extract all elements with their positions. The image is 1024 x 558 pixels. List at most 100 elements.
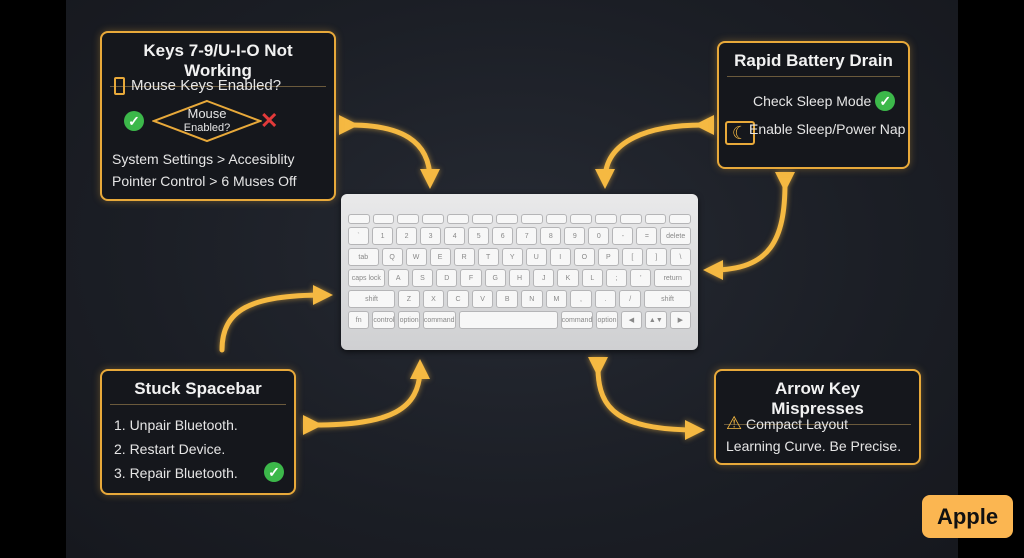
- key: 5: [468, 227, 490, 245]
- key: option: [596, 311, 618, 329]
- step: 1. Unpair Bluetooth.: [114, 417, 238, 433]
- key: shift: [644, 290, 692, 308]
- keyboard-row: [348, 214, 692, 224]
- key: shift: [348, 290, 396, 308]
- key: 2: [396, 227, 418, 245]
- key: 8: [540, 227, 562, 245]
- panel-title: Stuck Spacebar: [110, 371, 286, 405]
- key: X: [422, 290, 445, 308]
- key: B: [496, 290, 519, 308]
- diamond-text: Enabled?: [183, 122, 231, 134]
- key: [348, 214, 370, 224]
- key: caps lock: [348, 269, 385, 287]
- key: 4: [444, 227, 466, 245]
- key: [570, 214, 593, 224]
- key: H: [508, 269, 531, 287]
- question-text: Mouse Keys Enabled?: [131, 77, 282, 94]
- key: P: [597, 248, 619, 266]
- key: ]: [645, 248, 667, 266]
- key: [619, 214, 642, 224]
- decision-diamond: [152, 99, 262, 143]
- key: ,: [570, 290, 592, 308]
- instruction: System Settings > Accesiblity: [112, 151, 295, 167]
- key: C: [447, 290, 469, 308]
- instruction: Pointer Control > 6 Muses Off: [112, 173, 297, 189]
- key: 3: [420, 227, 442, 245]
- key: T: [477, 248, 499, 266]
- key: N: [521, 290, 543, 308]
- key: ;: [605, 269, 628, 287]
- key: M: [545, 290, 568, 308]
- key: J: [533, 269, 555, 287]
- step: 2. Restart Device.: [114, 441, 226, 457]
- key: delete: [660, 227, 691, 245]
- key: [595, 214, 617, 224]
- key: G: [484, 269, 506, 287]
- key: \: [669, 248, 691, 266]
- key: `: [348, 227, 370, 245]
- key: =: [636, 227, 658, 245]
- key: O: [573, 248, 595, 266]
- panel-title: Arrow Key Mispresses: [724, 371, 911, 425]
- key: fn: [348, 311, 370, 329]
- key: D: [436, 269, 458, 287]
- key: option: [398, 311, 420, 329]
- key: tab: [348, 248, 379, 266]
- arrow-spacebar: [302, 359, 430, 436]
- key: 1: [372, 227, 394, 245]
- key: [496, 214, 519, 224]
- key: F: [460, 269, 482, 287]
- key: [422, 214, 444, 224]
- key: /: [619, 290, 641, 308]
- instruction: Compact Layout: [746, 416, 848, 432]
- arrow-arrowkeys: [587, 356, 705, 440]
- panel-stuck-spacebar: Stuck Spacebar 1. Unpair Bluetooth. 2. R…: [100, 369, 296, 495]
- key: [372, 214, 395, 224]
- apple-badge: Apple: [922, 495, 1013, 538]
- key: [397, 214, 420, 224]
- key: [521, 214, 543, 224]
- key: [471, 214, 494, 224]
- key: E: [429, 248, 451, 266]
- diamond-text: Mouse: [187, 106, 227, 121]
- panel-battery-drain: Rapid Battery Drain Check Sleep Mode ✓ ☾…: [717, 41, 910, 169]
- key: ': [630, 269, 652, 287]
- key: -: [612, 227, 634, 245]
- warning-icon: ⚠: [726, 413, 743, 433]
- key: L: [581, 269, 603, 287]
- sleep-monitor-icon: ☾: [725, 121, 755, 145]
- key: [545, 214, 568, 224]
- key: control: [372, 311, 396, 329]
- arrow-battery-right: [703, 171, 796, 280]
- key: I: [549, 248, 571, 266]
- panel-keys-not-working: Keys 7-9/U-I-O Not Working Mouse Keys En…: [100, 31, 336, 201]
- check-icon: ✓: [264, 462, 284, 482]
- key: [446, 214, 469, 224]
- key: Z: [398, 290, 420, 308]
- key: return: [654, 269, 692, 287]
- key: R: [453, 248, 475, 266]
- key: [: [621, 248, 643, 266]
- key: K: [557, 269, 579, 287]
- panel-title: Keys 7-9/U-I-O Not Working: [110, 33, 326, 87]
- key: ▲▼: [645, 311, 667, 329]
- key: [644, 214, 667, 224]
- key: Q: [381, 248, 403, 266]
- key: command: [560, 311, 594, 329]
- arrow-left-up: [219, 285, 333, 353]
- key: 7: [516, 227, 538, 245]
- key: 6: [492, 227, 514, 245]
- key: A: [387, 269, 409, 287]
- key: 9: [564, 227, 586, 245]
- instruction: Check Sleep Mode: [753, 93, 872, 109]
- check-icon: ✓: [124, 111, 144, 131]
- key: ◀: [620, 311, 643, 329]
- key: ▶: [669, 311, 691, 329]
- key: command: [422, 311, 456, 329]
